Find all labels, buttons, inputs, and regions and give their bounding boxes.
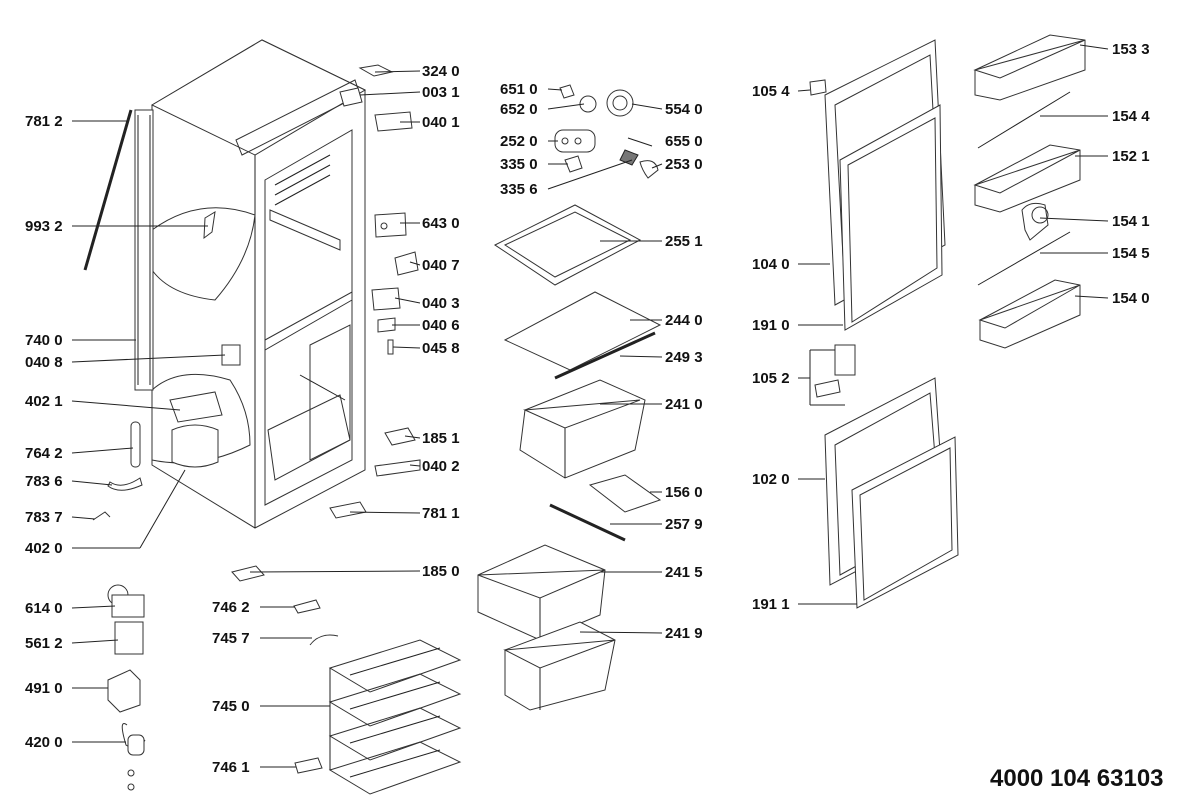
part-label: 241 9 (665, 625, 703, 642)
part-label: 156 0 (665, 484, 703, 501)
part-label: 154 1 (1112, 213, 1150, 230)
part-label: 104 0 (752, 256, 790, 273)
part-label: 255 1 (665, 233, 703, 250)
door-shelves (973, 34, 1086, 349)
shelves-and-drawers (477, 204, 662, 711)
part-label: 746 2 (212, 599, 250, 616)
part-label: 241 0 (665, 396, 703, 413)
part-labels: 324 0 003 1 040 1 643 0 040 7 040 3 040 … (25, 41, 1164, 792)
part-label: 643 0 (422, 215, 460, 232)
part-label: 045 8 (422, 340, 460, 357)
freezer-door (824, 377, 959, 609)
part-label: 335 6 (500, 181, 538, 198)
part-label: 153 3 (1112, 41, 1150, 58)
part-label: 402 1 (25, 393, 63, 410)
part-label: 185 1 (422, 430, 460, 447)
cabinet-small-parts (231, 64, 421, 774)
part-label: 252 0 (500, 133, 538, 150)
part-label: 040 8 (25, 354, 63, 371)
wire-shelf-stack (328, 639, 462, 795)
part-label: 040 7 (422, 257, 460, 274)
part-label: 402 0 (25, 540, 63, 557)
part-label: 652 0 (500, 101, 538, 118)
part-label: 257 9 (665, 516, 703, 533)
part-label: 241 5 (665, 564, 703, 581)
diagram-number: 4000 104 63103 (990, 765, 1164, 792)
part-label: 185 0 (422, 563, 460, 580)
part-label: 614 0 (25, 600, 63, 617)
part-label: 746 1 (212, 759, 250, 776)
part-label: 335 0 (500, 156, 538, 173)
part-label: 154 0 (1112, 290, 1150, 307)
part-label: 040 2 (422, 458, 460, 475)
part-label: 040 6 (422, 317, 460, 334)
part-label: 781 1 (422, 505, 460, 522)
part-label: 783 6 (25, 473, 63, 490)
part-label: 191 0 (752, 317, 790, 334)
part-label: 993 2 (25, 218, 63, 235)
part-label: 105 4 (752, 83, 790, 100)
part-label: 651 0 (500, 81, 538, 98)
part-label: 655 0 (665, 133, 703, 150)
part-label: 102 0 (752, 471, 790, 488)
part-label: 105 2 (752, 370, 790, 387)
part-label: 783 7 (25, 509, 63, 526)
part-label: 745 0 (212, 698, 250, 715)
part-label: 154 5 (1112, 245, 1150, 262)
part-label: 253 0 (665, 156, 703, 173)
leader-lines (71, 44, 1109, 768)
part-label: 740 0 (25, 332, 63, 349)
part-label: 745 7 (212, 630, 250, 647)
part-label: 191 1 (752, 596, 790, 613)
thermostat-lamp-parts (554, 84, 659, 179)
part-label: 561 2 (25, 635, 63, 652)
part-label: 764 2 (25, 445, 63, 462)
part-label: 249 3 (665, 349, 703, 366)
part-label: 152 1 (1112, 148, 1150, 165)
part-label: 420 0 (25, 734, 63, 751)
part-label: 154 4 (1112, 108, 1150, 125)
part-label: 244 0 (665, 312, 703, 329)
part-label: 491 0 (25, 680, 63, 697)
part-label: 781 2 (25, 113, 63, 130)
part-label: 003 1 (422, 84, 460, 101)
left-side-parts (83, 109, 241, 791)
part-label: 554 0 (665, 101, 703, 118)
fridge-door (809, 39, 946, 398)
part-label: 040 1 (422, 114, 460, 131)
part-label: 324 0 (422, 63, 460, 80)
part-label: 040 3 (422, 295, 460, 312)
